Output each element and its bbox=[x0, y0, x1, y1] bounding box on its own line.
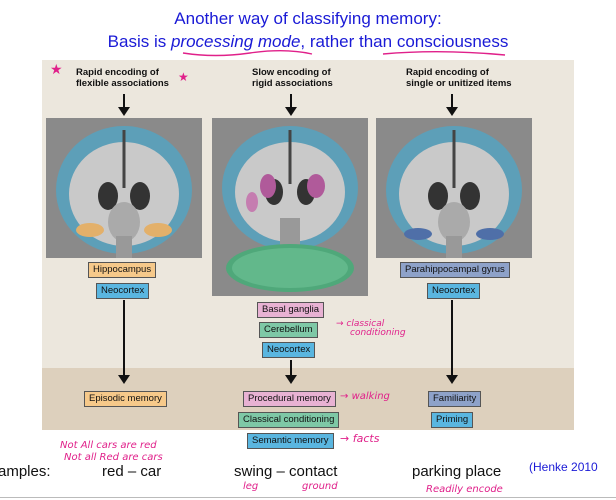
region-cerebellum: Cerebellum bbox=[259, 322, 318, 338]
annotation-walking: → walking bbox=[340, 391, 390, 402]
title-emphasis: processing mode bbox=[170, 32, 301, 51]
brain-image-parahippocampal bbox=[376, 118, 532, 258]
region-neocortex: Neocortex bbox=[262, 342, 316, 358]
title-middle: , rather than bbox=[300, 32, 397, 51]
annotation-ground: ground bbox=[302, 481, 338, 492]
heading-col-2-line-2: rigid associations bbox=[252, 78, 333, 89]
arrow-col-3-bottom bbox=[446, 300, 458, 384]
annotation-not-all-red: Not all Red are cars bbox=[64, 452, 163, 463]
heading-col-1: Rapid encoding of flexible associations bbox=[76, 67, 169, 89]
annotation-classical-conditioning: → classical conditioning bbox=[336, 320, 406, 338]
heading-col-1-line-1: Rapid encoding of bbox=[76, 67, 159, 78]
output-episodic-memory: Episodic memory bbox=[84, 391, 167, 407]
example-episodic: red – car bbox=[102, 463, 162, 480]
region-hippocampus: Hippocampus bbox=[88, 262, 157, 278]
annotation-classical-line-2: conditioning bbox=[350, 328, 406, 338]
arrow-col-2-top bbox=[285, 94, 297, 116]
arrow-col-2-top bbox=[446, 94, 458, 116]
citation: (Henke 2010 bbox=[529, 460, 598, 474]
heading-col-2-line-1: Slow encoding of bbox=[252, 67, 331, 78]
title-underlines bbox=[182, 50, 506, 57]
examples-label: amples: bbox=[0, 463, 51, 480]
heading-col-3-line-1: Rapid encoding of bbox=[406, 67, 489, 78]
example-procedural: swing – contact bbox=[234, 463, 338, 480]
region-parahippocampal-gyrus: Parahippocampal gyrus bbox=[400, 262, 510, 278]
example-familiarity: parking place bbox=[412, 463, 502, 480]
arrow-col-2-bottom bbox=[285, 360, 297, 384]
title-prefix: Basis is bbox=[107, 32, 171, 51]
brain-image-hippocampus bbox=[46, 118, 202, 258]
heading-col-2: Slow encoding of rigid associations bbox=[252, 67, 333, 89]
arrow-col-1-top bbox=[118, 94, 130, 116]
annotation-classical-line-1: → classical bbox=[336, 319, 385, 329]
output-procedural-memory: Procedural memory bbox=[243, 391, 336, 407]
heading-col-3-line-2: single or unitized items bbox=[406, 78, 512, 89]
region-basal-ganglia: Basal ganglia bbox=[257, 302, 325, 318]
annotation-facts: → facts bbox=[340, 432, 380, 445]
output-semantic-memory: Semantic memory bbox=[247, 433, 334, 449]
heading-col-1-line-2: flexible associations bbox=[76, 78, 169, 89]
brain-image-basal-ganglia bbox=[212, 118, 368, 296]
star-annotation-2: ★ bbox=[178, 70, 189, 84]
region-neocortex: Neocortex bbox=[96, 283, 150, 299]
region-neocortex: Neocortex bbox=[427, 283, 481, 299]
output-classical-conditioning: Classical conditioning bbox=[238, 412, 340, 428]
title-line-1: Another way of classifying memory: bbox=[174, 9, 442, 28]
heading-col-3: Rapid encoding of single or unitized ite… bbox=[406, 67, 512, 89]
annotation-readily-encode: Readily encode bbox=[426, 484, 503, 495]
bottom-divider bbox=[0, 497, 616, 498]
arrow-col-1-bottom bbox=[118, 300, 130, 384]
annotation-not-all-cars: Not All cars are red bbox=[60, 440, 157, 451]
title-line-2: Basis is processing mode, rather than co… bbox=[0, 31, 616, 53]
output-familiarity: Familiarity bbox=[428, 391, 482, 407]
output-priming: Priming bbox=[431, 412, 474, 428]
star-annotation-1: ★ bbox=[50, 62, 63, 78]
annotation-leg: leg bbox=[243, 481, 259, 492]
title-end: consciousness bbox=[396, 32, 509, 51]
